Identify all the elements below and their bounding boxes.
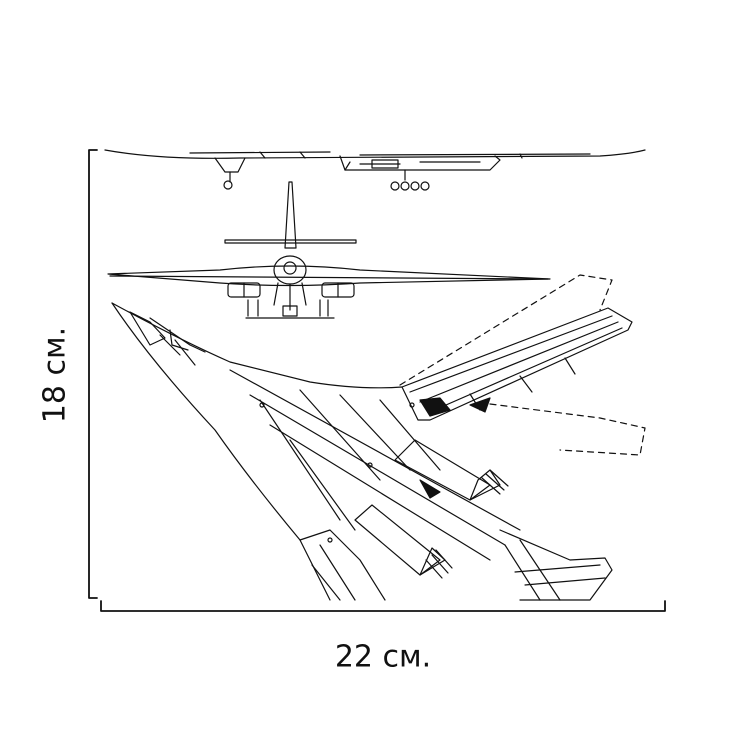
top-view-drawing [111,302,633,601]
front-view-drawing [107,181,551,319]
wing-sweep-dashed-outline [399,274,646,456]
side-view-drawing [104,149,646,191]
height-dimension-label: 18 см. [37,326,73,424]
width-dimension-bracket [100,600,666,612]
height-dimension-bracket [88,149,98,599]
width-dimension-label: 22 см. [334,639,432,675]
